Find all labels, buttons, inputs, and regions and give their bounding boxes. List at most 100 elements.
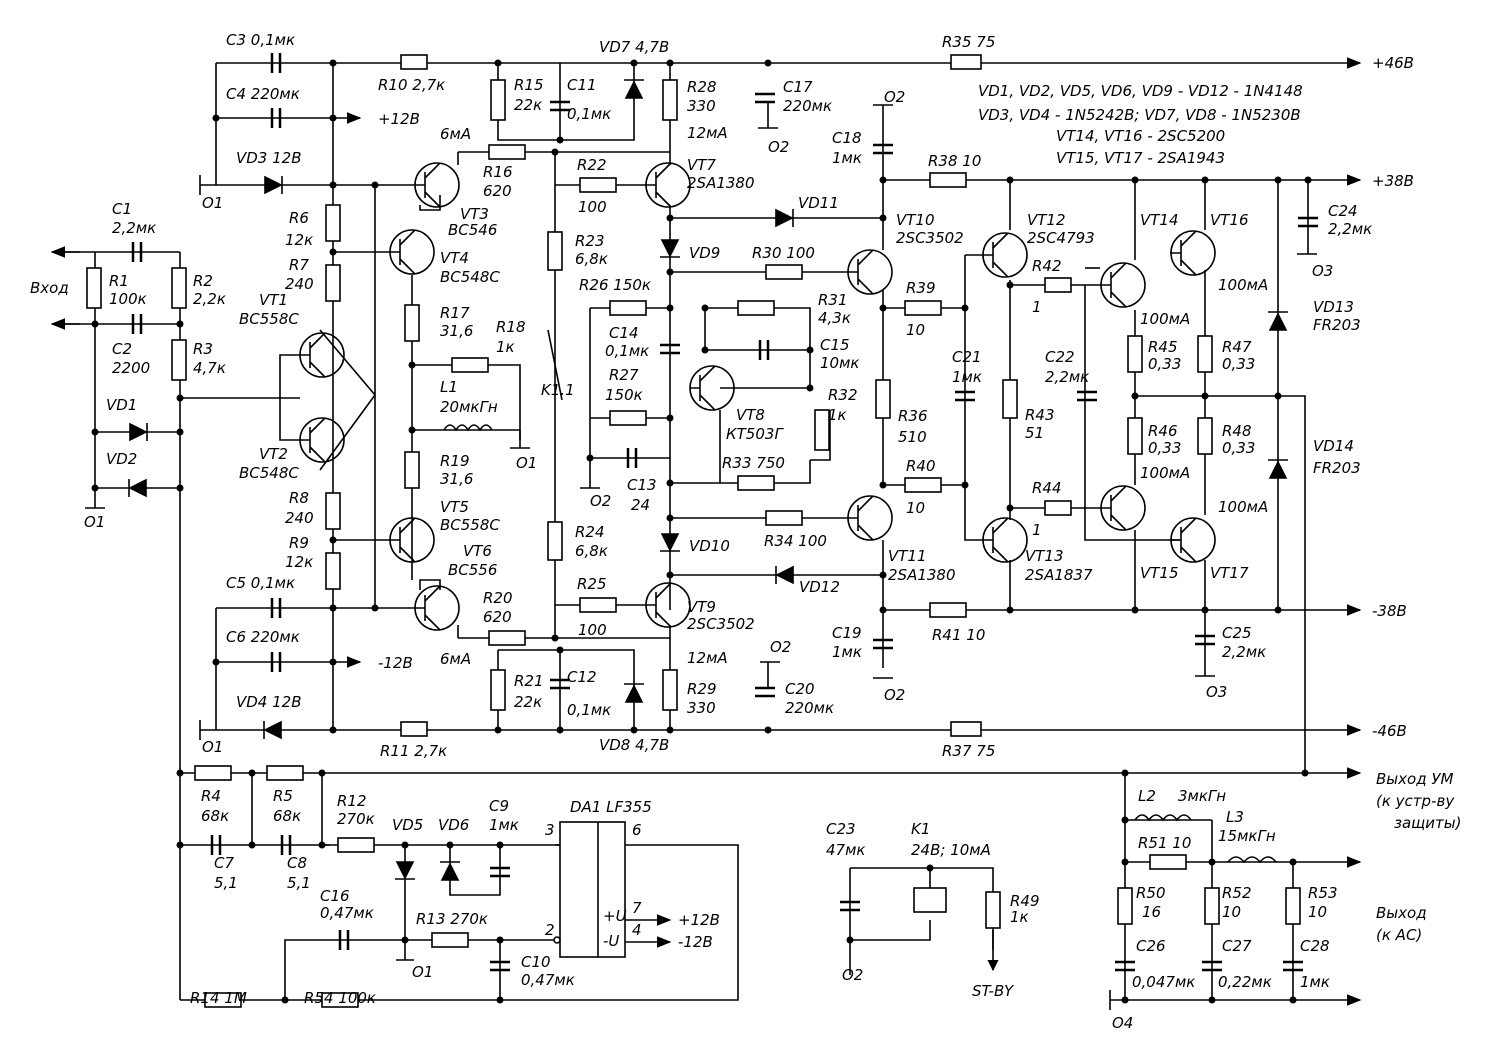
label-r40: R40 [906,457,936,475]
label-r36: R36 [898,407,928,425]
label-c15v: 10мк [820,354,859,372]
note-line-4: VT15, VT17 - 2SA1943 [1056,149,1225,167]
label-r16v: 620 [483,182,512,200]
label-ma12b: 12мА [687,649,728,667]
label-r2v: 2,2к [193,290,226,308]
label-r9v: 12к [285,553,313,571]
label-l2v: 3мкГн [1178,787,1226,805]
label-r19: R19 [440,452,470,470]
label-vt12: VT12 [1027,211,1066,229]
rail-plus46: +46В [1372,54,1414,72]
label-vt16: VT16 [1210,211,1249,229]
label-vd7: VD7 4,7В [599,38,669,56]
label-vd3: VD3 12В [236,149,302,167]
output-ac-line2: (к АС) [1376,926,1422,944]
label-c23: C23 [826,820,856,838]
label-c14v: 0,1мк [605,342,649,360]
label-vt10: VT10 [896,211,935,229]
label-vt12t: 2SC4793 [1027,229,1095,247]
label-r29: R29 [687,680,717,698]
label-c26v: 0,047мк [1132,973,1195,991]
label-vt13t: 2SA1837 [1025,566,1093,584]
label-c7: C7 [214,854,234,872]
rail-plus38: +38В [1372,172,1414,190]
label-r25: R25 [577,575,607,593]
label-pin4: 4 [632,921,642,939]
ground-o2-e: О2 [884,686,905,704]
label-c12: C12 [567,668,597,686]
label-r47v: 0,33 [1222,355,1255,373]
label-c27: C27 [1222,937,1252,955]
label-vt7: VT7 [687,156,716,174]
label-r10: R10 2,7к [378,76,445,94]
label-c19v: 1мк [832,643,862,661]
label-r53: R53 [1308,884,1338,902]
label-c18v: 1мк [832,149,862,167]
label-vt8: VT8 [736,406,765,424]
label-vt13: VT13 [1025,547,1064,565]
label-vt2: VT2 [259,445,288,463]
label-vd8: VD8 4,7В [599,736,669,754]
label-c17v: 220мк [783,97,832,115]
label-c14: C14 [609,324,639,342]
label-ma100d: 100мА [1218,498,1268,516]
label-c20: C20 [785,680,815,698]
opamp-minus12: -12В [678,933,713,951]
ground-o3-a: О3 [1312,262,1333,280]
label-r19v: 31,6 [440,470,473,488]
note-line-1: VD1, VD2, VD5, VD6, VD9 - VD12 - 1N4148 [978,82,1303,100]
label-c10: C10 [521,953,551,971]
label-vt7t: 2SA1380 [687,174,755,192]
label-vt14: VT14 [1140,211,1179,229]
label-vd5: VD5 [392,816,423,834]
label-r43v: 51 [1025,424,1044,442]
label-c5: C5 0,1мк [226,574,295,592]
label-r1v: 100к [109,290,147,308]
label-r5: R5 [273,787,293,805]
output-amp-line2: (к устр-ву [1376,792,1455,810]
label-r21v: 22к [514,693,542,711]
label-l1v: 20мкГн [440,398,498,416]
label-r54: R54 100к [304,989,376,1007]
label-r40v: 10 [906,499,925,517]
label-vt11: VT11 [888,547,927,565]
label-c22v: 2,2мк [1045,368,1089,386]
label-da1: DA1 LF355 [570,798,652,816]
resistors [86,54,1301,1008]
label-c4: C4 220мк [226,85,300,103]
label-c21: C21 [952,348,982,366]
ground-o2-f: О2 [842,966,863,984]
component-notes: VD1, VD2, VD5, VD6, VD9 - VD12 - 1N4148 … [978,82,1303,167]
transistors [299,162,1216,631]
label-k1: K1 [911,820,930,838]
label-c3: C3 0,1мк [226,31,295,49]
ground-o2-c: О2 [590,492,611,510]
label-r32v: 1к [828,406,847,424]
label-r47: R47 [1222,338,1252,356]
label-r17: R17 [440,304,470,322]
label-vt6t: BC556 [448,561,497,579]
ground-o3-b: О3 [1206,683,1227,701]
label-r30: R30 100 [752,244,815,262]
label-c15: C15 [820,336,850,354]
label-c19: C19 [832,624,862,642]
label-r42v: 1 [1032,298,1042,316]
label-c12v: 0,1мк [567,701,611,719]
label-c2: C2 [112,340,132,358]
label-r23: R23 [575,232,605,250]
label-vd2: VD2 [106,450,137,468]
label-r31v: 4,3к [818,309,851,327]
label-ma100b: 100мА [1140,310,1190,328]
label-ma12a: 12мА [687,124,728,142]
label-vt5t: BC558C [440,516,500,534]
label-r7: R7 [289,256,309,274]
label-r15v: 22к [514,96,542,114]
label-r6v: 12к [285,231,313,249]
label-r14: R14 1М [190,989,247,1007]
label-r37: R37 75 [942,742,995,760]
label-r9: R9 [289,534,309,552]
standby-label: ST-BY [972,982,1015,1000]
label-vd4: VD4 12В [236,693,302,711]
label-r52: R52 [1222,884,1252,902]
label-r45v: 0,33 [1148,355,1181,373]
